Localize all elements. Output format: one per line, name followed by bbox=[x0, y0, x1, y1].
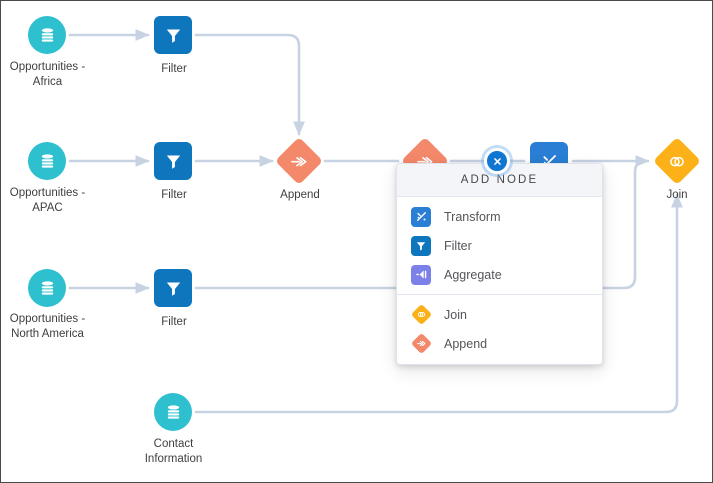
node-label-opportunities-apac: Opportunities - APAC bbox=[9, 187, 86, 214]
filter-icon bbox=[154, 142, 192, 180]
node-filter-1[interactable] bbox=[154, 16, 192, 54]
menu-item-append[interactable]: Append bbox=[397, 329, 602, 358]
join-icon bbox=[652, 136, 702, 186]
node-label-opportunities-africa: Opportunities - Africa bbox=[9, 61, 86, 88]
edge-contact-join bbox=[194, 193, 683, 414]
aggregate-icon bbox=[411, 264, 431, 285]
filter-icon bbox=[154, 269, 192, 307]
edge-filter1-append bbox=[194, 33, 305, 136]
database-icon bbox=[28, 142, 66, 180]
menu-item-label-transform: Transform bbox=[444, 209, 501, 224]
append-icon bbox=[410, 332, 432, 355]
join-icon bbox=[410, 303, 432, 326]
menu-item-aggregate[interactable]: Aggregate bbox=[397, 260, 602, 289]
edge-filter3-append2 bbox=[194, 159, 648, 290]
node-label-contact-information: Contact Information bbox=[144, 438, 203, 465]
menu-item-join[interactable]: Join bbox=[397, 300, 602, 329]
menu-group-combine-nodes: Join Append bbox=[397, 294, 602, 358]
node-label-filter-3: Filter bbox=[161, 316, 187, 328]
node-append-1[interactable] bbox=[274, 136, 324, 186]
filter-icon bbox=[411, 235, 431, 256]
menu-item-label-append: Append bbox=[444, 336, 488, 351]
node-dataset-opportunities-africa[interactable] bbox=[28, 16, 66, 54]
menu-item-label-filter: Filter bbox=[444, 238, 472, 253]
close-icon[interactable] bbox=[484, 148, 510, 174]
menu-item-label-aggregate: Aggregate bbox=[444, 267, 502, 282]
node-label-filter-2: Filter bbox=[161, 189, 187, 201]
node-label-filter-1: Filter bbox=[161, 63, 187, 75]
filter-icon bbox=[154, 16, 192, 54]
transform-icon bbox=[411, 206, 431, 227]
node-filter-3[interactable] bbox=[154, 269, 192, 307]
menu-item-filter[interactable]: Filter bbox=[397, 231, 602, 260]
menu-item-label-join: Join bbox=[444, 307, 467, 322]
node-dataset-opportunities-north-america[interactable] bbox=[28, 269, 66, 307]
node-dataset-contact-information[interactable] bbox=[154, 393, 192, 431]
add-node-popup: ADD NODE Transform bbox=[396, 163, 603, 365]
menu-group-transform-nodes: Transform Filter bbox=[397, 202, 602, 289]
menu-item-transform[interactable]: Transform bbox=[397, 202, 602, 231]
database-icon bbox=[154, 393, 192, 431]
node-dataset-opportunities-apac[interactable] bbox=[28, 142, 66, 180]
node-label-opportunities-north-america: Opportunities - North America bbox=[9, 313, 86, 340]
database-icon bbox=[28, 269, 66, 307]
node-label-append-1: Append bbox=[280, 189, 320, 201]
add-node-menu: Transform Filter bbox=[397, 197, 602, 364]
node-join-1[interactable] bbox=[652, 136, 702, 186]
node-label-join-1: Join bbox=[666, 189, 688, 201]
database-icon bbox=[28, 16, 66, 54]
node-filter-2[interactable] bbox=[154, 142, 192, 180]
append-icon bbox=[274, 136, 324, 186]
